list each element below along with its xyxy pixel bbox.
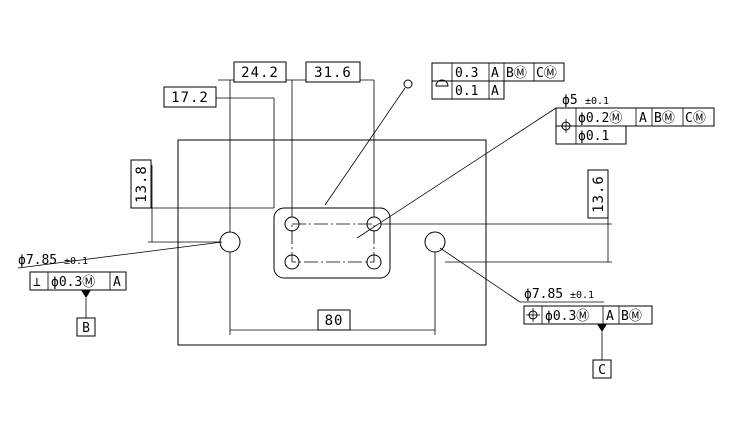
datum-b-triangle-icon	[81, 290, 91, 298]
profile-surface-icon	[435, 79, 449, 87]
part-outline	[177, 139, 487, 346]
dim-13-8-value: 13.8	[134, 165, 150, 203]
small-hole-3	[284, 254, 300, 270]
dim-31-6: 31.6	[305, 61, 361, 83]
fcf-profile-tol2: 0.1	[455, 84, 478, 99]
fcf-profile-datum-a: A	[491, 66, 499, 81]
leader-left-hole	[17, 241, 223, 269]
callout-d5: ϕ5 ±0.1	[562, 93, 609, 108]
callout-left-size: ϕ7.85	[18, 253, 57, 268]
position-icon	[559, 119, 573, 133]
dim-24-2: 24.2	[233, 61, 287, 83]
fcf-d5-position: ϕ0.2Ⓜ A BⓂ CⓂ ϕ0.1	[555, 107, 715, 145]
fcf-right-datum-a: A	[606, 309, 614, 324]
dim-13-6-value: 13.6	[591, 175, 607, 213]
dim-80: 80	[317, 309, 351, 331]
callout-d5-tol: ±0.1	[585, 96, 609, 107]
hole-left	[219, 231, 241, 253]
datum-c-triangle-icon	[597, 324, 607, 332]
datum-b-label: B	[82, 321, 90, 336]
fcf-d5-tol2: ϕ0.1	[578, 129, 609, 144]
callout-d5-size: ϕ5	[562, 93, 578, 108]
callout-right-tol: ±0.1	[570, 290, 594, 301]
fcf-left-tol: ϕ0.3Ⓜ	[51, 275, 95, 290]
fcf-right-tol: ϕ0.3Ⓜ	[545, 309, 589, 324]
pattern-centerline	[291, 223, 375, 263]
small-hole-4	[366, 254, 382, 270]
perpendicularity-icon: ⊥	[33, 275, 41, 290]
fcf-d5-datum-c: CⓂ	[685, 111, 706, 126]
dim-24-2-value: 24.2	[241, 65, 279, 81]
fcf-d5-datum-b: BⓂ	[654, 111, 675, 126]
position-icon	[526, 308, 540, 322]
datum-b: B	[76, 290, 96, 337]
fcf-profile-datum-c: CⓂ	[536, 66, 557, 81]
fcf-d5-datum-a: A	[639, 111, 647, 126]
leader-right-hole	[439, 247, 521, 303]
dim-17-2-value: 17.2	[171, 90, 209, 106]
dim-80-value: 80	[325, 313, 344, 329]
dim-13-6: 13.6	[587, 169, 609, 219]
fcf-right-datum-b: BⓂ	[621, 309, 642, 324]
callout-right-hole: ϕ7.85 ±0.1	[524, 287, 594, 302]
datum-c-label: C	[598, 363, 606, 378]
fcf-right-position: ϕ0.3Ⓜ A BⓂ	[523, 305, 653, 325]
leader-d5	[356, 107, 557, 239]
slot-pocket	[273, 207, 391, 279]
fcf-left-datum-a: A	[113, 275, 121, 290]
callout-left-hole: ϕ7.85 ±0.1	[18, 253, 88, 268]
callout-right-size: ϕ7.85	[524, 287, 563, 302]
fcf-profile-datum-a2: A	[491, 84, 499, 99]
dim-17-2: 17.2	[163, 86, 217, 108]
fcf-left-perpendicularity: ⊥ ϕ0.3Ⓜ A	[29, 271, 127, 291]
callout-left-tol: ±0.1	[64, 256, 88, 267]
dim-13-8: 13.8	[130, 159, 152, 209]
fcf-profile-tol1: 0.3	[455, 66, 478, 81]
fcf-d5-tol1: ϕ0.2Ⓜ	[578, 111, 622, 126]
leader-profile	[324, 87, 406, 206]
dim-31-6-value: 31.6	[314, 65, 352, 81]
fcf-profile-datum-b: BⓂ	[506, 66, 527, 81]
leader-profile-origin	[403, 79, 413, 89]
datum-c: C	[592, 324, 612, 379]
fcf-profile: 0.3 A BⓂ CⓂ 0.1 A	[431, 62, 565, 100]
